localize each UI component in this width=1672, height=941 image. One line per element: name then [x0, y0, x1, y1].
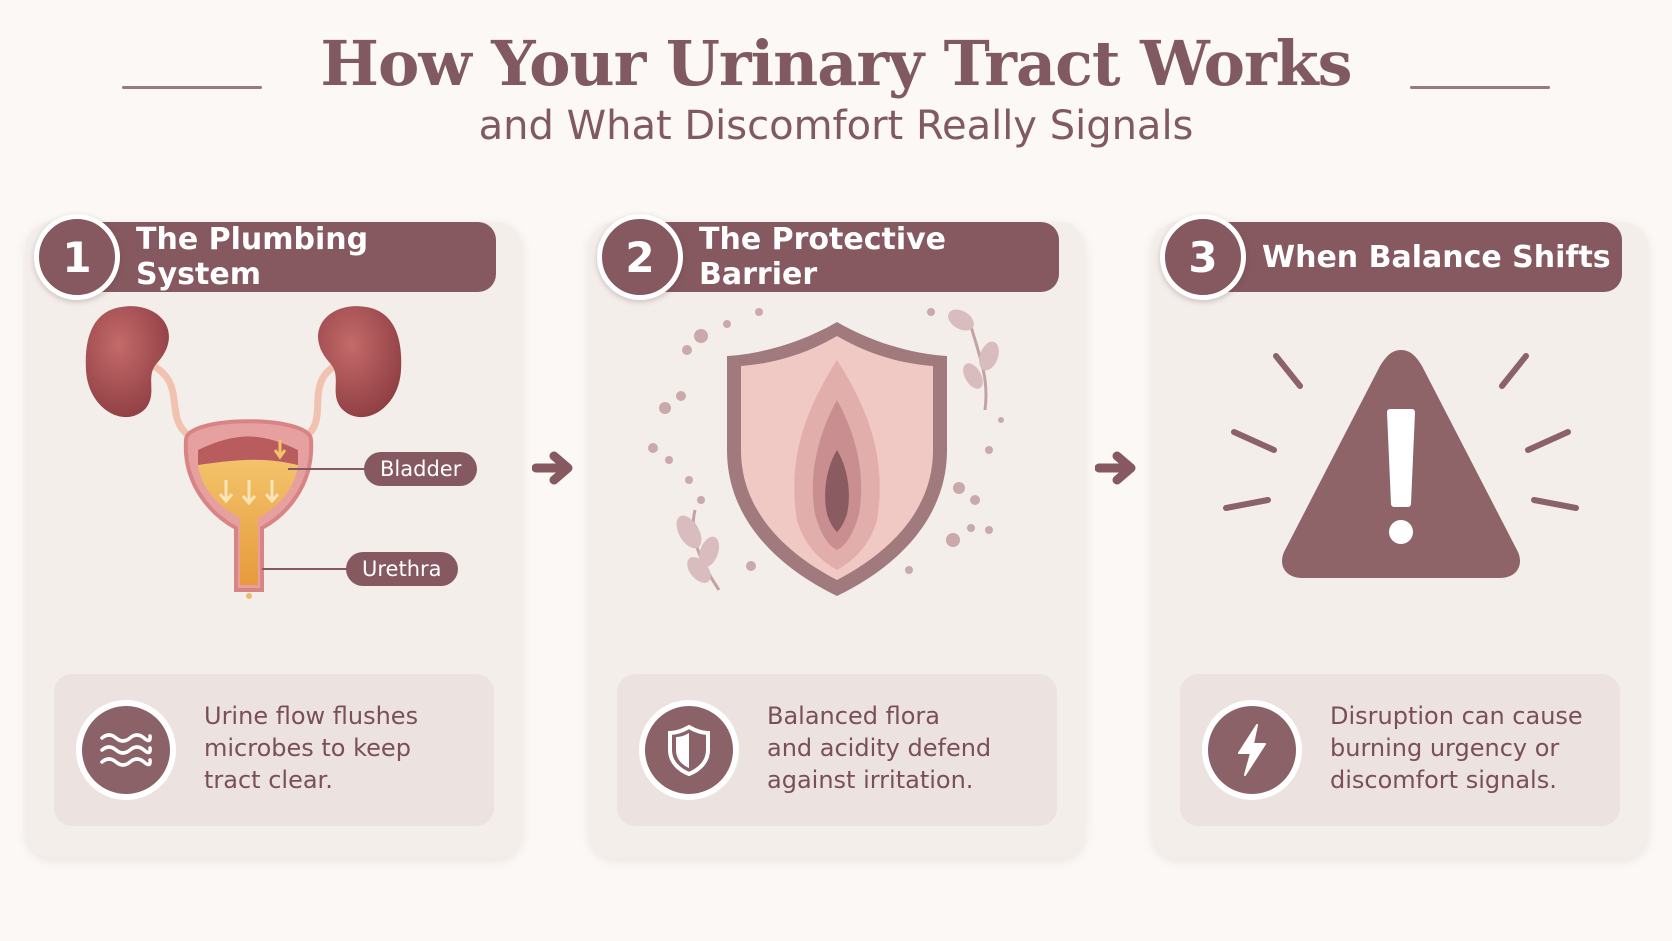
- info-text-1: Urine flow flushes microbes to keep trac…: [204, 702, 419, 794]
- lightning-icon: [1202, 700, 1302, 800]
- warning-illustration: [1223, 350, 1579, 578]
- waves-icon: [76, 700, 176, 800]
- right-kidney: [318, 306, 402, 418]
- step-title-3: When Balance Shifts: [1262, 239, 1611, 275]
- step-header-3: When Balance Shifts: [1200, 222, 1622, 292]
- arrow-right-icon: [532, 451, 573, 485]
- urethra-leader-line: [262, 568, 362, 570]
- urinary-tract-illustration: [85, 306, 402, 599]
- header: How Your Urinary Tract Works and What Di…: [0, 27, 1672, 150]
- step-number-3: 3: [1160, 214, 1246, 300]
- info-box-1: Urine flow flushes microbes to keep trac…: [54, 674, 494, 826]
- bladder-label: Bladder: [364, 452, 478, 486]
- page-title: How Your Urinary Tract Works: [320, 27, 1352, 100]
- info-box-3: Disruption can cause burning urgency or …: [1180, 674, 1620, 826]
- step-card-1: The Plumbing System 1: [26, 214, 522, 858]
- left-kidney: [85, 306, 169, 418]
- protective-barrier-illustration: [648, 308, 1004, 596]
- step-header-2: The Protective Barrier: [637, 222, 1059, 292]
- step-number-2: 2: [597, 214, 683, 300]
- step-title-1: The Plumbing System: [136, 222, 369, 292]
- step-number-1: 1: [34, 214, 120, 300]
- info-text-2: Balanced flora and acidity defend agains…: [767, 702, 992, 794]
- bladder-leader-line: [288, 468, 368, 470]
- arrow-right-icon: [1095, 451, 1136, 485]
- step-header-1: The Plumbing System: [74, 222, 496, 292]
- shield-icon: [639, 700, 739, 800]
- step-card-3: When Balance Shifts 3 Disruption can cau…: [1152, 214, 1648, 858]
- info-box-2: Balanced flora and acidity defend agains…: [617, 674, 1057, 826]
- step-title-2: The Protective Barrier: [699, 222, 947, 292]
- urethra-label: Urethra: [346, 552, 458, 586]
- info-text-3: Disruption can cause burning urgency or …: [1330, 702, 1583, 794]
- title-rule-right: [1410, 86, 1550, 89]
- step-card-2: The Protective Barrier 2: [589, 214, 1085, 858]
- page-subtitle: and What Discomfort Really Signals: [478, 103, 1194, 150]
- title-rule-left: [122, 86, 262, 89]
